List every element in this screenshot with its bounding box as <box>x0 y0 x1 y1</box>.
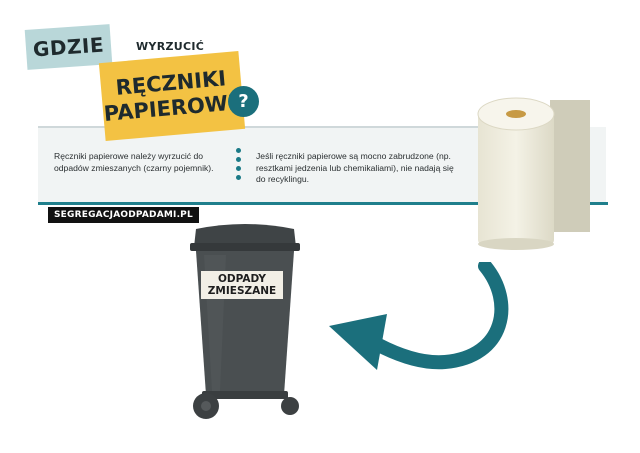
info-left-text: Ręczniki papierowe należy wyrzucić do od… <box>54 151 214 173</box>
curved-arrow-icon <box>329 262 509 370</box>
dots-divider <box>236 148 242 184</box>
dot <box>236 166 241 171</box>
paper-towel-roll-icon <box>477 97 590 250</box>
trash-bin-icon <box>190 224 300 419</box>
question-mark-badge: ? <box>228 86 259 117</box>
bin-label: ODPADY ZMIESZANE <box>201 271 283 299</box>
dot <box>236 148 241 153</box>
heading-throw-away: WYRZUCIĆ <box>136 40 205 53</box>
dot <box>236 175 241 180</box>
website-label: SEGREGACJAODPADAMI.PL <box>48 207 199 223</box>
info-right-text: Jeśli ręczniki papierowe są mocno zabrud… <box>256 151 454 184</box>
bin-label-line2: ZMIESZANE <box>207 285 277 297</box>
heading-subject: RĘCZNIKI PAPIEROWE <box>98 51 246 141</box>
panel-divider-top <box>38 126 478 128</box>
dot <box>236 157 241 162</box>
panel-divider-bottom <box>38 202 608 205</box>
bin-label-line1: ODPADY <box>217 273 267 285</box>
